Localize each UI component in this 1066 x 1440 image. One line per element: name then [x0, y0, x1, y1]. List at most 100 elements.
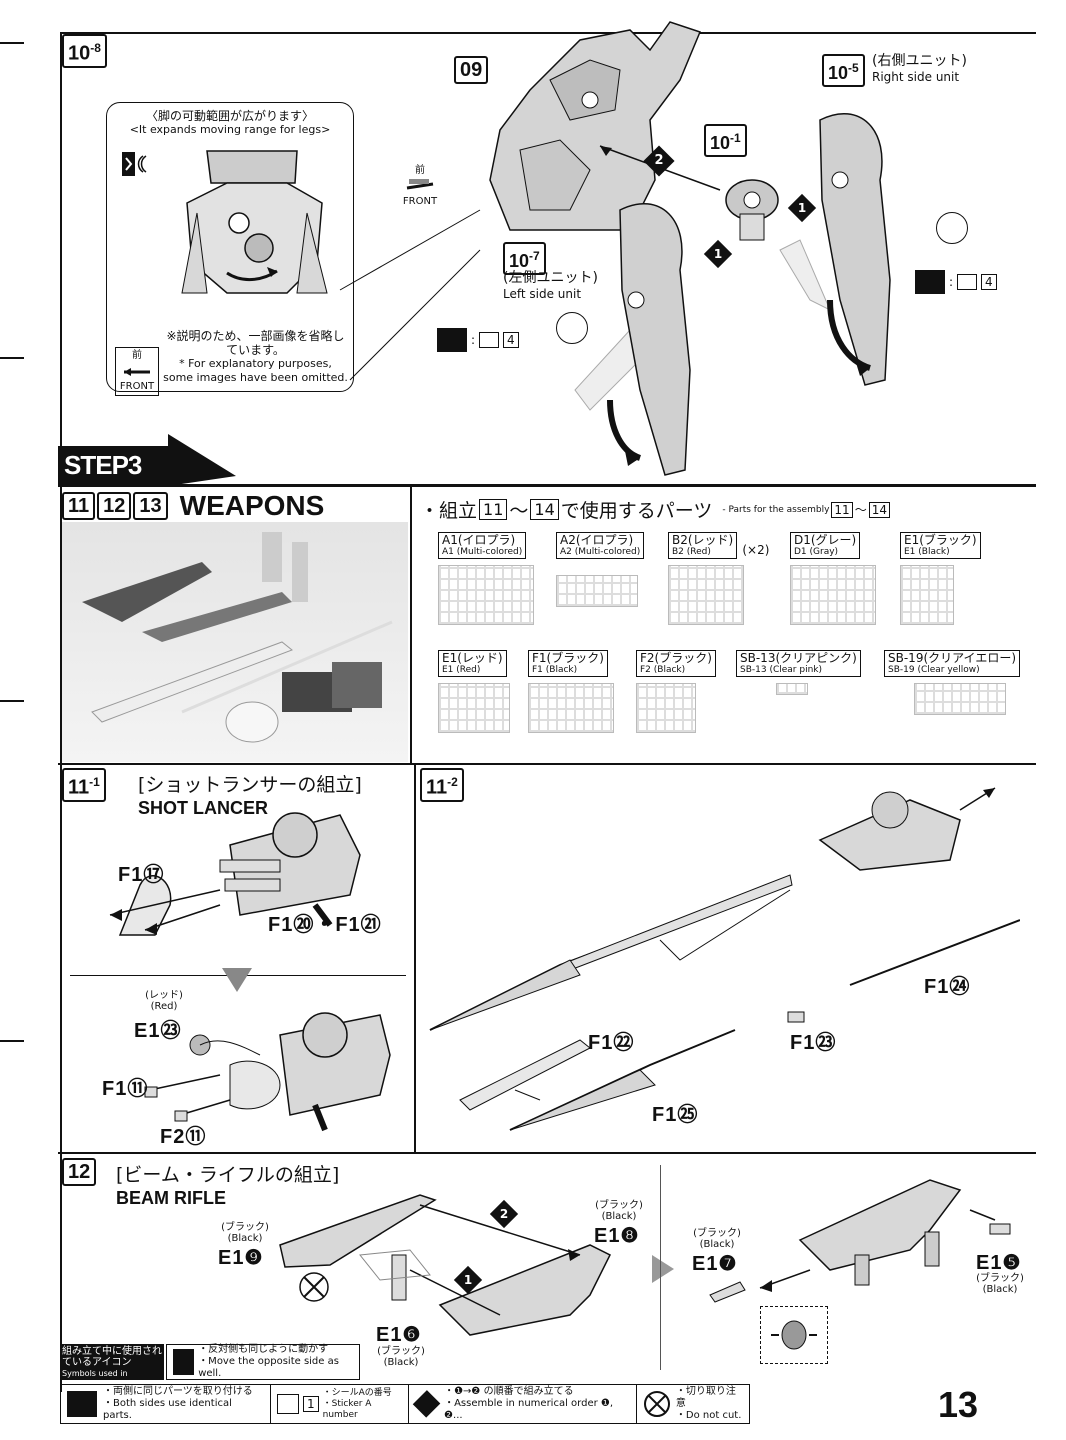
- sticker-callout-left: : 4: [437, 328, 519, 352]
- legend-cut: ・切り取り注意・Do not cut.: [637, 1385, 749, 1423]
- label-F1-23: F1㉓: [790, 1032, 837, 1054]
- step-tag-13: 13: [133, 492, 168, 520]
- order-marker-1-rifle-label: 1: [463, 1273, 473, 1287]
- sticker-callout-right: : 4: [915, 270, 997, 294]
- label-F1-24: F1㉔: [924, 976, 971, 998]
- margin-mark: [0, 357, 24, 359]
- sticker-icon: [479, 332, 500, 348]
- callout-leader: [339, 209, 481, 381]
- page-number: 13: [938, 1384, 979, 1425]
- front-indicator-small: 前 FRONT: [402, 165, 438, 207]
- divider-h-1: [58, 763, 1036, 765]
- sticker-icon: [276, 1394, 299, 1414]
- sticker-circle-left: [556, 312, 588, 344]
- label-E1-8: E1❽: [594, 1225, 640, 1247]
- sticker-number: 4: [503, 332, 519, 348]
- joint-part-10-1: [725, 179, 779, 241]
- legend-both-sides: ・両側に同じパーツを取り付ける・Both sides use identical…: [61, 1385, 271, 1423]
- callout-title-jp: 〈脚の可動範囲が広がります〉: [145, 109, 314, 123]
- part-B2: B2(レッド)B2 (Red) (×2): [668, 532, 778, 625]
- shot-lancer-title-jp: [ショットランサーの組立]: [138, 774, 362, 796]
- left-side-unit-illustration: [574, 203, 691, 476]
- callout-note-jp: ※説明のため、一部画像を省略しています。: [166, 329, 345, 357]
- next-step-arrow-right: [652, 1255, 674, 1283]
- margin-mark: [0, 1040, 24, 1042]
- assembly-arrow: [599, 145, 721, 191]
- left-unit-en: Left side unit: [503, 287, 582, 301]
- label-E1-23: E1㉓: [134, 1020, 182, 1042]
- both-sides-icon: [437, 328, 467, 352]
- step-tag-11: 11: [62, 492, 96, 520]
- shot-lancer-top-illustration: [109, 812, 361, 936]
- step-tag-12: 12: [97, 492, 132, 520]
- do-not-cut-icon: [644, 1391, 670, 1417]
- frame-top-line: [60, 32, 1036, 34]
- frame-left-line: [60, 32, 62, 1392]
- sticker-number: 1: [302, 1396, 319, 1412]
- divider-v-3: [660, 1165, 661, 1370]
- order-marker-1-right-label: 1: [797, 201, 807, 215]
- next-step-arrow: [222, 968, 252, 992]
- step-tag-11-2: 11-2: [420, 768, 464, 802]
- sticker-icon: [957, 274, 978, 290]
- part-A1: A1(イロプラ)A1 (Multi-colored): [438, 532, 538, 625]
- part-F1: F1(ブラック)F1 (Black): [528, 650, 628, 733]
- move-opposite-icon: [121, 151, 149, 177]
- part-E1-red: E1(レッド)E1 (Red): [438, 650, 538, 733]
- callout-title-en: <It expands moving range for legs>: [129, 123, 331, 136]
- order-marker-1-left-label: 1: [713, 247, 723, 261]
- order-marker-2-rifle-label: 2: [499, 1207, 509, 1221]
- step-tag-10-8: 10-8: [62, 34, 107, 68]
- margin-mark: [0, 700, 24, 702]
- legend-order: ・❶→❷ の順番で組み立てる・Assemble in numerical ord…: [409, 1385, 638, 1423]
- color-E1-6: (ブラック)(Black): [377, 1346, 425, 1368]
- legend-row: ・両側に同じパーツを取り付ける・Both sides use identical…: [60, 1384, 750, 1424]
- right-side-unit-illustration: [779, 113, 891, 386]
- label-E1-5: E1❺: [976, 1252, 1022, 1274]
- detail-inset: [760, 1306, 828, 1364]
- step3-banner: STEP3: [58, 432, 238, 486]
- color-E1-23: (レッド)(Red): [145, 990, 183, 1012]
- step3-top-line: [58, 484, 1036, 487]
- step-tag-12-main: 12: [62, 1158, 97, 1186]
- part-SB-19: SB-19(クリアイエロー)SB-19 (Clear yellow): [884, 650, 1024, 715]
- divider-h-2: [58, 1152, 1036, 1154]
- margin-mark: [0, 42, 24, 44]
- part-tag-10-7: 10-7: [503, 242, 546, 275]
- weapons-photo: [62, 522, 408, 762]
- order-diamond-icon: [412, 1390, 441, 1418]
- label-F2-11: F2⑪: [160, 1126, 207, 1148]
- sticker-circle-right: [936, 212, 968, 244]
- label-E1-7: E1❼: [692, 1253, 738, 1275]
- leg-joint-illustration: [181, 150, 328, 294]
- shot-lancer-title-en: SHOT LANCER: [138, 798, 268, 818]
- divider-v-2: [414, 765, 416, 1153]
- color-E1-8: (ブラック)(Black): [595, 1200, 643, 1222]
- order-marker-2-label: 2: [654, 153, 664, 168]
- both-sides-icon: [915, 270, 945, 294]
- part-tag-10-5: 10-5: [822, 54, 865, 87]
- right-unit-en: Right side unit: [872, 70, 960, 84]
- lancer-assembly-illustration: [429, 787, 1020, 1131]
- left-unit-jp: (左側ユニット): [503, 270, 598, 286]
- weapons-header: 11 12 13 WEAPONS: [62, 490, 324, 522]
- right-unit-jp: (右側ユニット): [872, 53, 967, 69]
- part-tag-09: 09: [454, 56, 489, 84]
- weapons-title: WEAPONS: [179, 490, 325, 521]
- robot-torso-illustration: [489, 21, 702, 231]
- part-A2: A2(イロプラ)A2 (Multi-colored): [556, 532, 656, 607]
- label-F1-17: F1⑰: [118, 864, 165, 886]
- legend-heading: 組み立て中に使用されているアイコン Symbols used in instru…: [60, 1344, 164, 1389]
- front-indicator: 前 FRONT: [115, 347, 159, 396]
- parts-heading: ・組立 11 ～ 14 で使用するパーツ - Parts for the ass…: [420, 496, 890, 523]
- beam-rifle-illustration: [279, 1194, 612, 1336]
- color-E1-5: (ブラック)(Black): [976, 1273, 1024, 1295]
- legend-sticker: 1 ・シールAの番号・Sticker A number: [271, 1385, 409, 1423]
- beam-rifle-title-en: BEAM RIFLE: [116, 1188, 226, 1208]
- label-E1-9: E1❾: [218, 1247, 264, 1269]
- label-F1-11: F1⑪: [102, 1078, 149, 1100]
- step-tag-11-1: 11-1: [62, 768, 106, 802]
- beam-rifle-title-jp: [ビーム・ライフルの組立]: [116, 1164, 340, 1186]
- part-tag-10-1: 10-1: [704, 124, 747, 157]
- label-F1-22: F1㉒: [588, 1032, 635, 1054]
